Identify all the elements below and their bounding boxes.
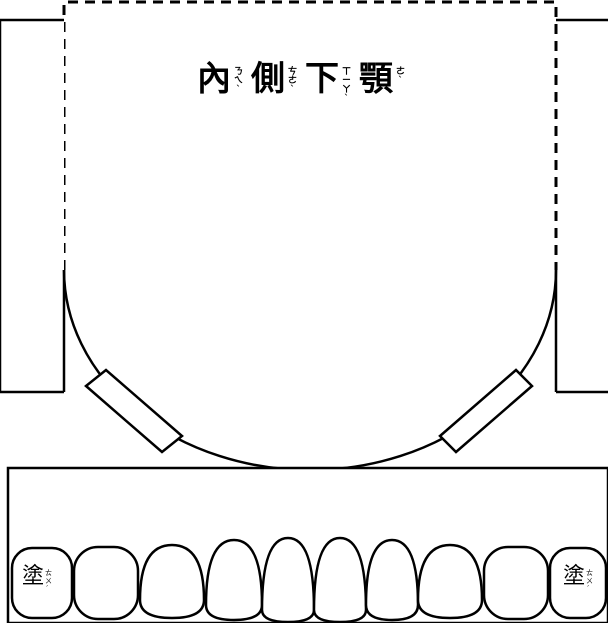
jaw-arc bbox=[62, 269, 558, 472]
tooth-incisor-2 bbox=[312, 536, 368, 623]
left-side-tab bbox=[0, 18, 64, 394]
title-char-3: 顎 bbox=[359, 59, 394, 99]
tooth-molar-right bbox=[548, 546, 608, 620]
right-paint-char: 塗 bbox=[563, 564, 586, 589]
tooth-molar-left bbox=[10, 546, 74, 620]
ruby-glyph: ˊ bbox=[45, 585, 49, 593]
tooth-incisor-1 bbox=[260, 536, 316, 623]
teeth-row bbox=[10, 536, 608, 623]
right-glue-tab bbox=[438, 368, 534, 454]
ruby-glyph: ㄜ bbox=[396, 67, 406, 77]
left-glue-tab bbox=[84, 368, 184, 454]
right-side-tab bbox=[556, 18, 608, 394]
ruby-glyph: ㄊ bbox=[586, 569, 594, 577]
tooth-canine-left bbox=[204, 538, 264, 622]
ruby-glyph: ㄨ bbox=[45, 577, 53, 585]
ruby-glyph: ˋ bbox=[236, 85, 241, 95]
ruby-glyph: ㄨ bbox=[586, 577, 594, 585]
tooth-canine-right bbox=[364, 538, 420, 622]
tooth-premolar-left bbox=[138, 543, 206, 620]
title-char-2: 下 bbox=[305, 59, 339, 99]
ruby-glyph: ㄧ bbox=[342, 76, 352, 86]
ruby-glyph: ˋ bbox=[290, 85, 295, 95]
ruby-glyph: ㄜ bbox=[287, 76, 297, 86]
ruby-glyph: ㄚ bbox=[342, 85, 352, 95]
ruby-glyph: ㄒ bbox=[342, 67, 352, 77]
left-paint-char: 塗 bbox=[22, 564, 45, 589]
ruby-glyph: ㄟ bbox=[233, 76, 243, 86]
ruby-glyph: ㄋ bbox=[233, 67, 243, 77]
tooth-molar-right-2 bbox=[482, 545, 550, 621]
ruby-glyph: ˋ bbox=[398, 76, 403, 86]
title-char-0: 內 bbox=[196, 59, 231, 99]
ruby-glyph: ㄘ bbox=[287, 67, 297, 77]
tooth-molar-left-2 bbox=[72, 545, 140, 621]
ruby-glyph: ˋ bbox=[344, 94, 349, 104]
title-char-1: 側 bbox=[250, 59, 285, 99]
ruby-glyph: ㄊ bbox=[45, 569, 53, 577]
tooth-premolar-right bbox=[416, 543, 484, 620]
ruby-glyph: ˊ bbox=[586, 585, 590, 593]
fold-line-dashed bbox=[62, 0, 558, 270]
